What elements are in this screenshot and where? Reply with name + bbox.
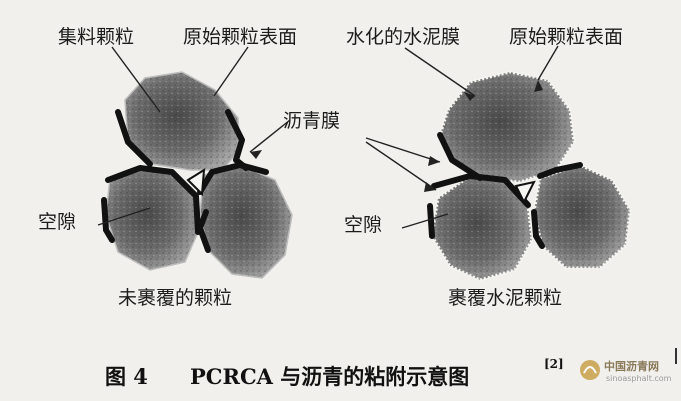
label-aggregate-particle: 集料颗粒 — [58, 26, 135, 48]
uncoated-particle-bottom-right — [199, 164, 293, 279]
label-asphalt-film: 沥青膜 — [283, 110, 341, 132]
void-left-shape — [186, 168, 206, 197]
leader-hydrated-cement — [404, 47, 476, 97]
label-void-left: 空隙 — [38, 211, 77, 233]
leader-original-surface-right — [537, 45, 559, 81]
leader-asphalt-film-right-2 — [365, 141, 437, 191]
coated-particle-bottom-left — [430, 174, 534, 282]
coated-particle-top — [438, 70, 576, 184]
leader-aggregate — [111, 46, 161, 113]
figure-caption: PCRCA 与沥青的粘附示意图 — [190, 364, 470, 389]
text-cursor-icon — [675, 348, 677, 364]
watermark-url: sinoasphalt.com — [606, 374, 672, 383]
uncoated-particle-bottom-left — [105, 167, 199, 271]
watermark-logo-icon — [580, 360, 600, 380]
figure-reference: [2] — [544, 357, 564, 371]
label-cement-coated-particles: 裹覆水泥颗粒 — [448, 287, 563, 309]
leader-original-surface-left — [213, 46, 249, 97]
leader-arrowheads — [250, 80, 543, 192]
label-hydrated-cement-film: 水化的水泥膜 — [346, 26, 461, 48]
figure-number: 图 4 — [105, 364, 148, 389]
void-right-shape — [514, 180, 536, 205]
label-uncoated-particles: 未裹覆的颗粒 — [118, 287, 233, 309]
leader-void-left — [97, 207, 151, 226]
leader-lines — [97, 45, 559, 229]
leader-void-right — [401, 213, 449, 229]
label-original-surface-right: 原始颗粒表面 — [509, 26, 624, 48]
uncoated-particle-top — [124, 71, 241, 171]
label-void-right: 空隙 — [344, 214, 383, 236]
leader-asphalt-film-left — [249, 119, 291, 153]
coated-particle-bottom-right — [532, 163, 632, 270]
label-original-surface-left: 原始颗粒表面 — [183, 26, 298, 48]
watermark-name: 中国沥青网 — [604, 360, 659, 373]
asphalt-film-left — [101, 109, 269, 253]
leader-asphalt-film-right-1 — [365, 137, 441, 163]
asphalt-film-right — [427, 132, 583, 249]
